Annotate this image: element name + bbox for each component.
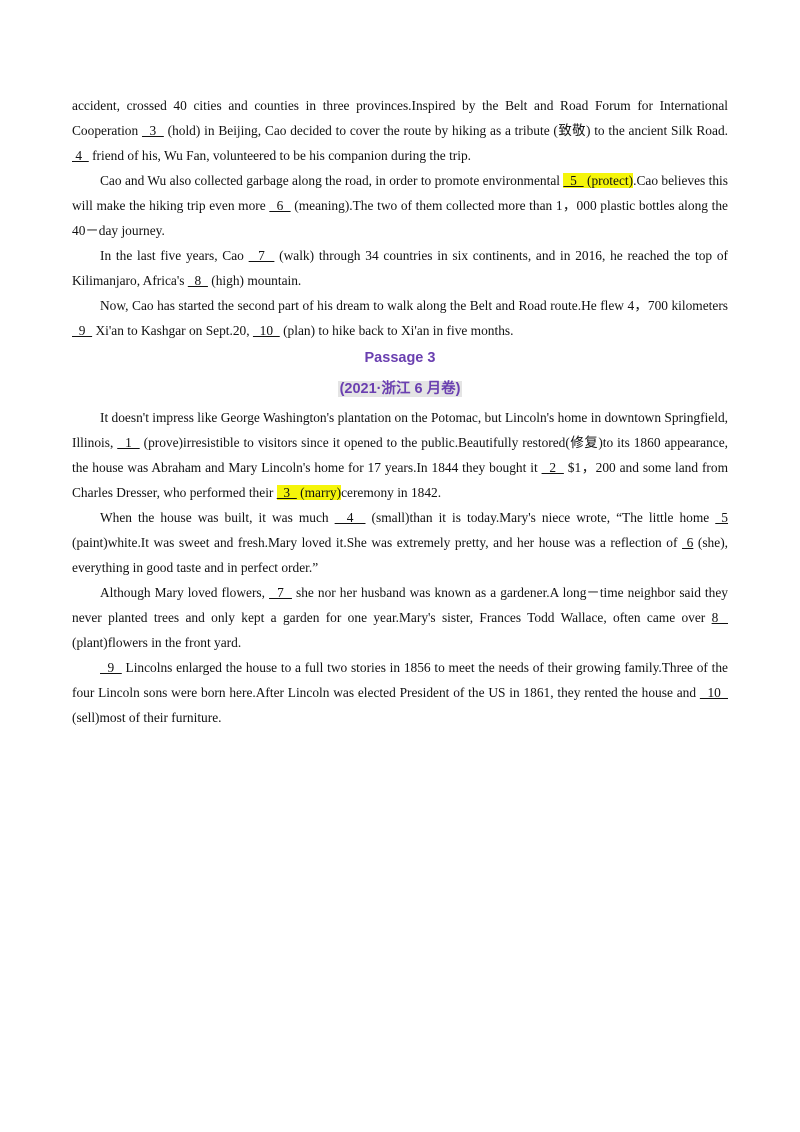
- blank-7[interactable]: 7: [269, 585, 292, 600]
- blank-7[interactable]: 7: [248, 248, 275, 263]
- text-run: (paint)white.It was sweet and fresh.Mary…: [72, 535, 683, 550]
- hint-word: (marry): [296, 485, 342, 500]
- text-run: In the last five years, Cao: [100, 248, 249, 263]
- text-run: (meaning).The two of them collected more…: [72, 198, 728, 238]
- text-run: It doesn't impress like George Washingto…: [72, 410, 728, 450]
- blank-4[interactable]: 4: [334, 510, 366, 525]
- text-run: friend of his, Wu Fan, volunteered to be…: [88, 148, 472, 163]
- text-run: Xi'an to Kashgar on Sept.20,: [92, 323, 253, 338]
- text-run: (high) mountain.: [207, 273, 302, 288]
- passage2-paragraph-2: Cao and Wu also collected garbage along …: [72, 168, 728, 243]
- blank-5[interactable]: 5: [563, 173, 584, 188]
- blank-5[interactable]: 5: [715, 510, 729, 525]
- document-page: accident, crossed 40 cities and counties…: [72, 93, 728, 730]
- text-run: (small)than it is today.Mary's niece wro…: [365, 510, 716, 525]
- passage2-paragraph-4: Now, Cao has started the second part of …: [72, 293, 728, 343]
- text-run: (prove)irresistible to visitors since it…: [72, 435, 729, 475]
- text-run: (walk) through 34 countries in six conti…: [72, 248, 728, 288]
- blank-10[interactable]: 10: [699, 685, 728, 700]
- source-label: (2021·浙江 6 月卷): [337, 381, 463, 397]
- blank-3[interactable]: 3: [276, 485, 297, 500]
- passage3-paragraph-1: It doesn't impress like George Washingto…: [72, 405, 728, 505]
- text-run: accident, crossed 40 cities and counties…: [72, 98, 728, 138]
- blank-2[interactable]: 2: [541, 460, 564, 475]
- text-run: she nor her husband was known as a garde…: [72, 585, 728, 625]
- hint-word: (protect): [583, 173, 634, 188]
- passage-heading: Passage 3: [72, 343, 728, 374]
- blank-3[interactable]: 3: [141, 123, 164, 138]
- blank-9[interactable]: 9: [100, 660, 122, 675]
- text-run: (sell)most of their furniture.: [72, 710, 222, 725]
- text-run: (hold) in Beijing, Cao decided to cover …: [163, 123, 728, 138]
- text-run: (she), everything in good taste and in p…: [72, 535, 728, 575]
- text-run: .Cao believes this will make the hiking …: [72, 173, 728, 213]
- blank-10[interactable]: 10: [252, 323, 280, 338]
- text-run: Although Mary loved flowers,: [100, 585, 270, 600]
- text-run: Lincolns enlarged the house to a full tw…: [72, 660, 729, 700]
- passage2-paragraph-1: accident, crossed 40 cities and counties…: [72, 93, 728, 168]
- text-run: ceremony in 1842.: [341, 485, 442, 500]
- text-run: (plan) to hike back to Xi'an in five mon…: [279, 323, 514, 338]
- text-run: Cao and Wu also collected garbage along …: [100, 173, 564, 188]
- passage3-paragraph-2: When the house was built, it was much 4 …: [72, 505, 728, 580]
- passage-title: Passage 3: [364, 350, 436, 366]
- passage3-paragraph-3: Although Mary loved flowers, 7 she nor h…: [72, 580, 728, 655]
- passage3-paragraph-4: 9 Lincolns enlarged the house to a full …: [72, 655, 728, 730]
- blank-1[interactable]: 1: [117, 435, 140, 450]
- text-run: Now, Cao has started the second part of …: [100, 298, 728, 313]
- blank-8[interactable]: 8: [711, 610, 728, 625]
- highlighted-text: 3 (marry): [276, 485, 342, 500]
- text-run: When the house was built, it was much: [100, 510, 335, 525]
- blank-6[interactable]: 6: [269, 198, 291, 213]
- blank-8[interactable]: 8: [187, 273, 208, 288]
- text-run: $1，200 and some land from Charles Dresse…: [72, 460, 728, 500]
- blank-4[interactable]: 4: [72, 148, 89, 163]
- blank-9[interactable]: 9: [72, 323, 93, 338]
- highlighted-text: 5 (protect): [563, 173, 634, 188]
- source-line: (2021·浙江 6 月卷): [72, 374, 728, 405]
- text-run: (plant)flowers in the front yard.: [72, 635, 242, 650]
- blank-6[interactable]: 6: [682, 535, 694, 550]
- passage2-paragraph-3: In the last five years, Cao 7 (walk) thr…: [72, 243, 728, 293]
